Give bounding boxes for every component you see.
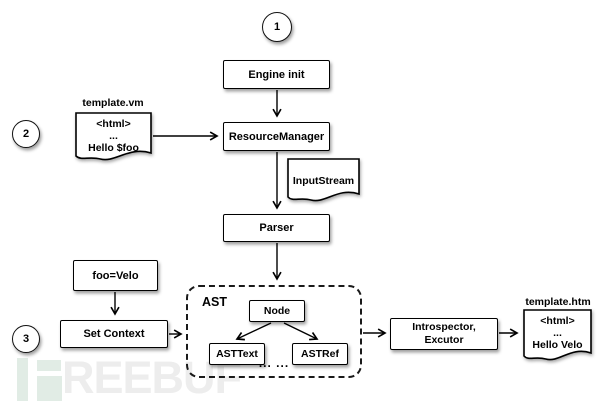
parser-box: Parser bbox=[223, 214, 330, 242]
template-vm-document: <html> ... Hello $foo bbox=[75, 112, 152, 164]
introspector-label-line1: Introspector, bbox=[412, 321, 476, 333]
template-htm-document: <html> ... Hello Velo bbox=[523, 309, 592, 364]
foo-velo-label: foo=Velo bbox=[92, 269, 139, 282]
ast-ref-box: ASTRef bbox=[292, 343, 348, 365]
document-shape bbox=[287, 158, 360, 202]
engine-init-label: Engine init bbox=[248, 68, 305, 81]
template-htm-line3: Hello Velo bbox=[532, 339, 583, 351]
foo-velo-box: foo=Velo bbox=[73, 260, 158, 291]
document-shape bbox=[523, 309, 592, 361]
template-htm-line1: <html> bbox=[540, 315, 575, 327]
template-vm-line3: Hello $foo bbox=[88, 142, 139, 154]
watermark-logo-bar bbox=[17, 358, 28, 401]
parser-label: Parser bbox=[259, 222, 294, 234]
document-shape bbox=[75, 112, 152, 161]
introspector-box: Introspector, Excutor bbox=[390, 318, 498, 350]
step-3-number: 3 bbox=[22, 333, 30, 345]
engine-init-box: Engine init bbox=[223, 60, 330, 89]
set-context-label: Set Context bbox=[83, 328, 145, 340]
resource-manager-label: ResourceManager bbox=[228, 130, 325, 143]
watermark-logo-block-bottom bbox=[37, 376, 62, 401]
resource-manager-box: ResourceManager bbox=[223, 122, 330, 151]
input-stream-label: InputStream bbox=[292, 175, 355, 187]
template-vm-line2: ... bbox=[109, 130, 118, 142]
ast-group-label: AST bbox=[202, 295, 227, 309]
ast-ref-label: ASTRef bbox=[301, 348, 339, 360]
template-vm-title: template.vm bbox=[82, 97, 144, 109]
ast-group: AST ... ... bbox=[186, 285, 362, 378]
step-circle-2: 2 bbox=[12, 120, 40, 148]
template-vm-line1: <html> bbox=[96, 118, 131, 130]
ast-node-box: Node bbox=[249, 300, 305, 322]
ast-node-label: Node bbox=[263, 305, 291, 317]
template-htm-line2: ... bbox=[553, 327, 562, 339]
step-2-number: 2 bbox=[22, 128, 30, 140]
introspector-label-line2: Excutor bbox=[424, 334, 464, 346]
ast-text-box: ASTText bbox=[209, 343, 265, 365]
step-1-number: 1 bbox=[273, 21, 281, 33]
ast-ellipsis: ... ... bbox=[258, 356, 290, 370]
step-circle-3: 3 bbox=[12, 325, 40, 353]
watermark-logo-block-top bbox=[37, 360, 61, 371]
input-stream-document: InputStream bbox=[287, 158, 360, 205]
set-context-box: Set Context bbox=[60, 320, 168, 348]
ast-text-label: ASTText bbox=[216, 348, 258, 360]
step-circle-1: 1 bbox=[262, 12, 292, 42]
template-htm-title: template.htm bbox=[525, 296, 591, 308]
